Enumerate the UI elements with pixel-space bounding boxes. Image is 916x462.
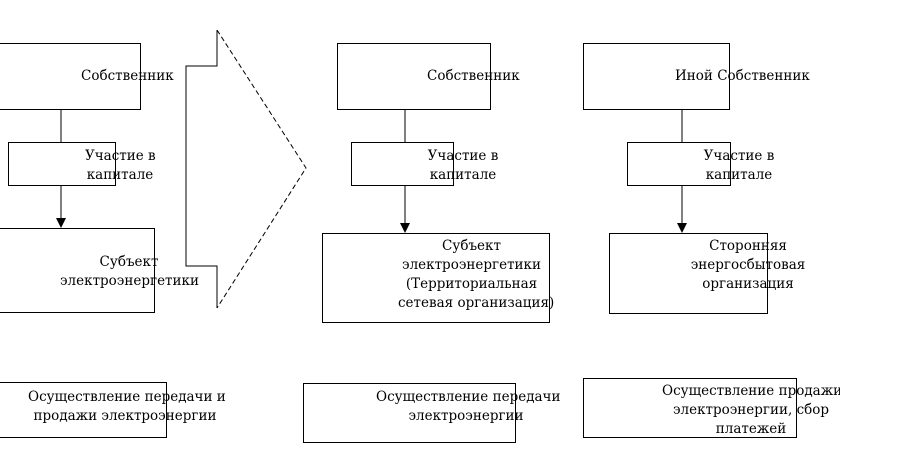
transition-arrow — [185, 29, 307, 309]
right-owner-box — [583, 43, 730, 110]
middle-owner-label: Собственник — [427, 68, 520, 84]
middle-activity-box — [303, 383, 516, 443]
right-subject-box — [609, 233, 768, 314]
left-subject-label: Субъект электроэнергетики — [60, 254, 199, 289]
middle-participation-box — [351, 142, 454, 186]
left-participation-label: Участие в капитале — [85, 148, 156, 183]
middle-activity-label: Осуществление передачи электроэнергии — [376, 389, 561, 424]
middle-subject-label: Субъект электроэнергетики (Территориальн… — [398, 238, 555, 311]
left-activity-box — [0, 382, 167, 438]
right-participation-label: Участие в капитале — [703, 148, 775, 183]
right-participation-box — [627, 142, 731, 186]
middle-participation-label: Участие в капитале — [427, 148, 499, 183]
left-owner-box — [0, 43, 141, 110]
middle-owner-box — [337, 43, 491, 110]
right-activity-label: Осуществление продажи электроэнергии, сб… — [662, 383, 840, 437]
right-arrowhead — [677, 223, 687, 233]
right-activity-box — [583, 378, 797, 438]
left-subject-box — [0, 228, 155, 313]
left-activity-label: Осуществление передачи и продажи электро… — [28, 389, 226, 424]
left-arrowhead — [56, 218, 66, 228]
left-owner-label: Собственник — [81, 68, 174, 84]
left-participation-box — [8, 142, 116, 186]
middle-arrowhead — [400, 223, 410, 233]
right-owner-label: Иной Собственник — [675, 68, 810, 84]
middle-subject-box — [322, 233, 550, 323]
right-subject-label: Сторонняя энергосбытовая организация — [690, 238, 806, 292]
